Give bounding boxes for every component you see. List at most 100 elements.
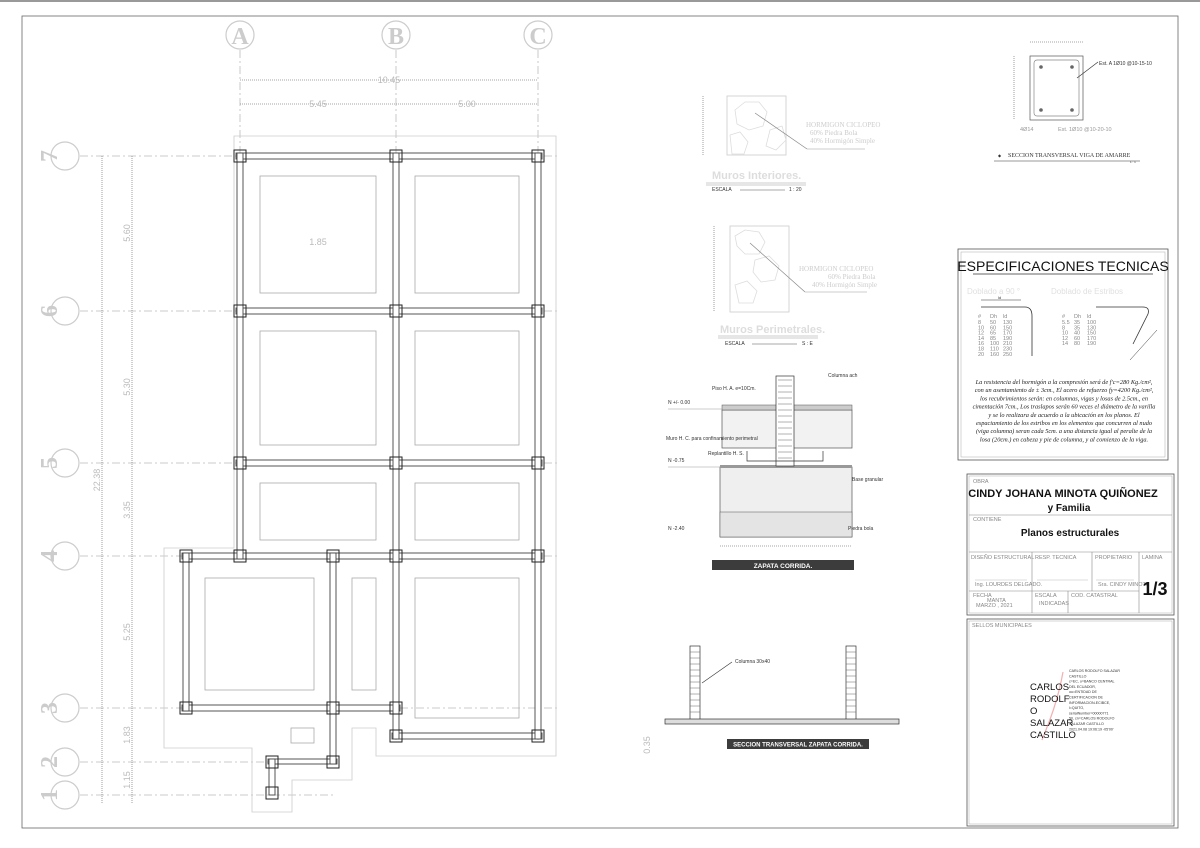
signature-detail-line: DEL ECUADOR, (1069, 685, 1096, 689)
svg-text:60% Piedra Bola: 60% Piedra Bola (828, 273, 876, 281)
svg-text:1.15: 1.15 (122, 771, 132, 789)
tie-beams (181, 152, 543, 796)
svg-text:Est. 1Ø10 @10-20-10: Est. 1Ø10 @10-20-10 (1058, 127, 1112, 133)
svg-text:1.85: 1.85 (309, 237, 327, 247)
table-cell: 170 (1087, 336, 1096, 342)
column (389, 304, 403, 318)
table-cell: 14 (1062, 341, 1068, 347)
svg-text:1/3: 1/3 (1142, 579, 1167, 599)
svg-text:1.83: 1.83 (122, 726, 132, 744)
svg-text:INDICADAS: INDICADAS (1039, 601, 1069, 607)
signature-detail-line: CERTIFICACION DE (1069, 696, 1103, 700)
svg-text:Base granular: Base granular (852, 477, 883, 483)
table-header: Dh (1074, 314, 1081, 320)
svg-text:Replantillo H. S.: Replantillo H. S. (708, 451, 744, 457)
muros-interiores-detail: HORMIGON CICLOPEO 60% Piedra Bola 40% Ho… (702, 95, 880, 193)
table-header: Dh (990, 314, 997, 320)
wall-offset-dims: 1.85 (309, 237, 327, 247)
svg-text:Ing. LOURDES DELGADO.: Ing. LOURDES DELGADO. (975, 582, 1043, 588)
table-cell: 10 (1062, 331, 1068, 337)
table-cell: 18 (978, 347, 984, 353)
column (326, 549, 340, 563)
signature-detail-line: 50, cn=CARLOS RODOLFO (1069, 717, 1115, 721)
table-cell: 150 (1087, 331, 1096, 337)
column (531, 149, 545, 163)
svg-text:CONTIENE: CONTIENE (973, 517, 1002, 523)
table-cell: 230 (1003, 347, 1012, 353)
table-cell: 60 (990, 325, 996, 331)
svg-text:1 : 20: 1 : 20 (789, 187, 802, 193)
column (233, 456, 247, 470)
svg-text:Columna 30x40: Columna 30x40 (735, 659, 770, 665)
svg-text:ZAPATA CORRIDA.: ZAPATA CORRIDA. (754, 563, 813, 570)
signature-detail-line: SALAZAR CASTILLO (1069, 722, 1104, 726)
signature-detail-line: serialNumber=00000771 (1069, 711, 1108, 715)
svg-text:Columna ach: Columna ach (828, 373, 858, 379)
zapata-corrida-detail: N +/- 0.00 N -0.75 N -2.40 Piso H. A. e=… (666, 373, 883, 570)
svg-text:Doblado de Estribos: Doblado de Estribos (1051, 287, 1123, 296)
svg-text:Muros Perimetrales.: Muros Perimetrales. (720, 324, 825, 336)
viga-amarre-detail: Est. A 1Ø10 @10-15-10 4Ø14 Est. 1Ø10 @10… (994, 41, 1152, 164)
axis-bubble-6: 6 (37, 296, 80, 326)
spec-line: losa (20cm.) en cabeza y pie de columna,… (980, 436, 1148, 443)
column (265, 755, 279, 769)
svg-text:PROPIETARIO: PROPIETARIO (1095, 555, 1133, 561)
svg-text:ld: ld (998, 295, 1001, 300)
svg-text:ESCALA: ESCALA (725, 341, 745, 347)
svg-text:CINDY JOHANA MINOTA QUIÑONEZ: CINDY JOHANA MINOTA QUIÑONEZ (968, 487, 1158, 500)
spec-line: (viga columna) seran cada 5cm. a una dis… (976, 428, 1152, 435)
svg-text:Muro H. C. para confinamiento: Muro H. C. para confinamiento perimetral (666, 436, 758, 442)
table-cell: 190 (1087, 341, 1096, 347)
svg-text:4: 4 (37, 550, 63, 562)
svg-text:Sra. CINDY MINOTA: Sra. CINDY MINOTA (1098, 582, 1149, 588)
column (531, 304, 545, 318)
table-cell: 35 (1074, 320, 1080, 326)
table-cell: 8 (1062, 325, 1065, 331)
table-cell: 20 (978, 352, 984, 358)
svg-text:ESCALA: ESCALA (712, 187, 732, 193)
svg-text:6: 6 (37, 305, 63, 317)
svg-text:40% Hormigón Simple: 40% Hormigón Simple (812, 281, 877, 289)
table-cell: 110 (990, 347, 999, 353)
svg-text:5: 5 (37, 457, 63, 469)
svg-text:LAMINA: LAMINA (1142, 555, 1163, 561)
axis-bubble-1: 1 (37, 780, 80, 810)
svg-text:OBRA: OBRA (973, 479, 989, 485)
table-cell: 85 (990, 336, 996, 342)
column (531, 549, 545, 563)
table-cell: 10 (978, 325, 984, 331)
axis-bubble-C: C (523, 20, 553, 50)
svg-text:10.45: 10.45 (378, 75, 401, 85)
vertical-dimensions: 22.38 5.60 5.30 3.35 5.25 1.83 1.15 (92, 156, 133, 803)
signature-detail-line: l=QUITO, (1069, 706, 1084, 710)
svg-text:0.35: 0.35 (642, 736, 652, 754)
svg-text:5.00: 5.00 (458, 99, 476, 109)
signature-detail-line: c=EC, o=BANCO CENTRAL (1069, 680, 1115, 684)
especificaciones-tecnicas: ESPECIFICACIONES TECNICAS Doblado a 90 °… (957, 248, 1169, 461)
foundation-outline (163, 135, 557, 813)
column (389, 701, 403, 715)
axis-bubble-5: 5 (37, 448, 80, 478)
signature-detail-line: INFORMACION-ECIBCE, (1069, 701, 1110, 705)
svg-text:40% Hormigón Simple: 40% Hormigón Simple (810, 137, 875, 145)
table-cell: 130 (1003, 320, 1012, 326)
columns (179, 149, 545, 800)
svg-text:SECCION TRANSVERSAL ZAPATA COR: SECCION TRANSVERSAL ZAPATA CORRIDA. (733, 743, 863, 749)
table-cell: 50 (990, 320, 996, 326)
svg-text:Piedra bola: Piedra bola (848, 526, 874, 532)
spec-line: y se lo realizara de acuerdo a la ubicac… (987, 412, 1139, 419)
axis-bubble-7: 7 (37, 141, 80, 171)
column (233, 304, 247, 318)
column (265, 786, 279, 800)
column (326, 701, 340, 715)
svg-text:◆: ◆ (998, 153, 1002, 158)
svg-text:SALAZAR: SALAZAR (1030, 718, 1073, 729)
horizontal-dimensions: 10.45 5.45 5.00 (240, 75, 538, 109)
svg-text:MARZO , 2021: MARZO , 2021 (976, 603, 1013, 609)
muros-perimetrales-detail: HORMIGON CICLOPEO 60% Piedra Bola 40% Ho… (713, 225, 877, 347)
table-cell: 5.5 (1062, 320, 1070, 326)
svg-text:N -2.40: N -2.40 (668, 526, 685, 532)
axis-bubble-A: A (225, 20, 255, 50)
svg-text:1: 1 (37, 789, 63, 801)
